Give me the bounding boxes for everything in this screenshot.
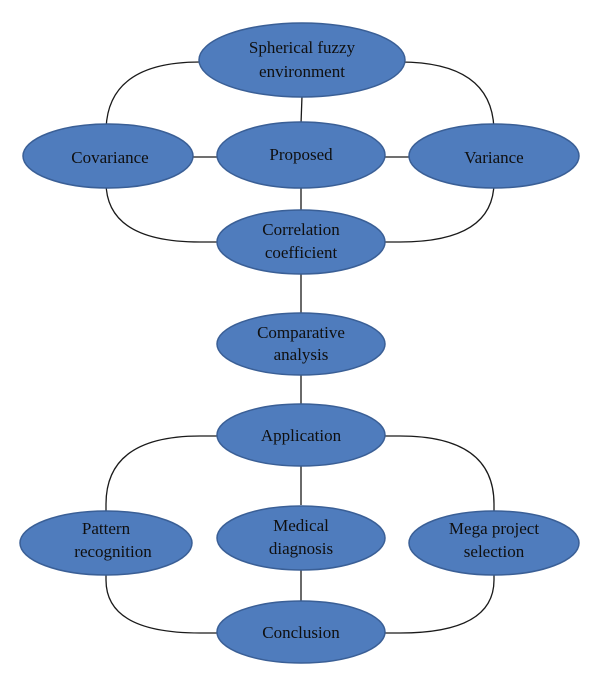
node-conclusion: Conclusion <box>216 600 386 664</box>
connector-pattern-to-conclusion <box>105 575 218 634</box>
node-comparative-analysis: Comparative analysis <box>216 312 386 376</box>
node-shape <box>19 510 193 576</box>
node-label-line1: Spherical fuzzy <box>249 38 356 57</box>
node-spherical-fuzzy-environment: Spherical fuzzy environment <box>198 22 406 98</box>
node-shape <box>216 121 386 189</box>
connector-application-to-mega-project <box>384 435 495 512</box>
node-shape <box>408 510 580 576</box>
node-variance: Variance <box>408 123 580 189</box>
node-pattern-recognition: Pattern recognition <box>19 510 193 576</box>
node-label-line2: selection <box>464 542 525 561</box>
node-mega-project-selection: Mega project selection <box>408 510 580 576</box>
node-label-line1: Medical <box>273 516 329 535</box>
node-label-line1: Covariance <box>71 148 148 167</box>
node-shape <box>216 505 386 571</box>
node-application: Application <box>216 403 386 467</box>
node-shape <box>216 209 386 275</box>
node-label-line2: diagnosis <box>269 539 333 558</box>
node-shape <box>22 123 194 189</box>
node-label-line1: Mega project <box>449 519 539 538</box>
node-label-line1: Proposed <box>269 145 333 164</box>
connector-spherical-to-proposed <box>300 95 303 125</box>
node-shape <box>408 123 580 189</box>
node-label-line2: environment <box>259 62 345 81</box>
connector-pattern-to-application <box>105 435 218 512</box>
node-covariance: Covariance <box>22 123 194 189</box>
node-medical-diagnosis: Medical diagnosis <box>216 505 386 571</box>
connectors-bottom-cluster <box>105 435 495 634</box>
node-correlation-coefficient: Correlation coefficient <box>216 209 386 275</box>
node-label-line2: recognition <box>74 542 152 561</box>
node-shape <box>216 600 386 664</box>
node-label-line2: coefficient <box>265 243 338 262</box>
node-proposed: Proposed <box>216 121 386 189</box>
connector-mega-project-to-conclusion <box>384 575 495 634</box>
node-shape <box>216 312 386 376</box>
node-label-line1: Application <box>261 426 342 445</box>
node-shape <box>198 22 406 98</box>
node-label-line1: Variance <box>464 148 523 167</box>
node-label-line1: Conclusion <box>262 623 340 642</box>
node-label-line1: Pattern <box>82 519 131 538</box>
node-label-line1: Comparative <box>257 323 345 342</box>
node-shape <box>216 403 386 467</box>
node-label-line1: Correlation <box>262 220 340 239</box>
node-label-line2: analysis <box>274 345 329 364</box>
